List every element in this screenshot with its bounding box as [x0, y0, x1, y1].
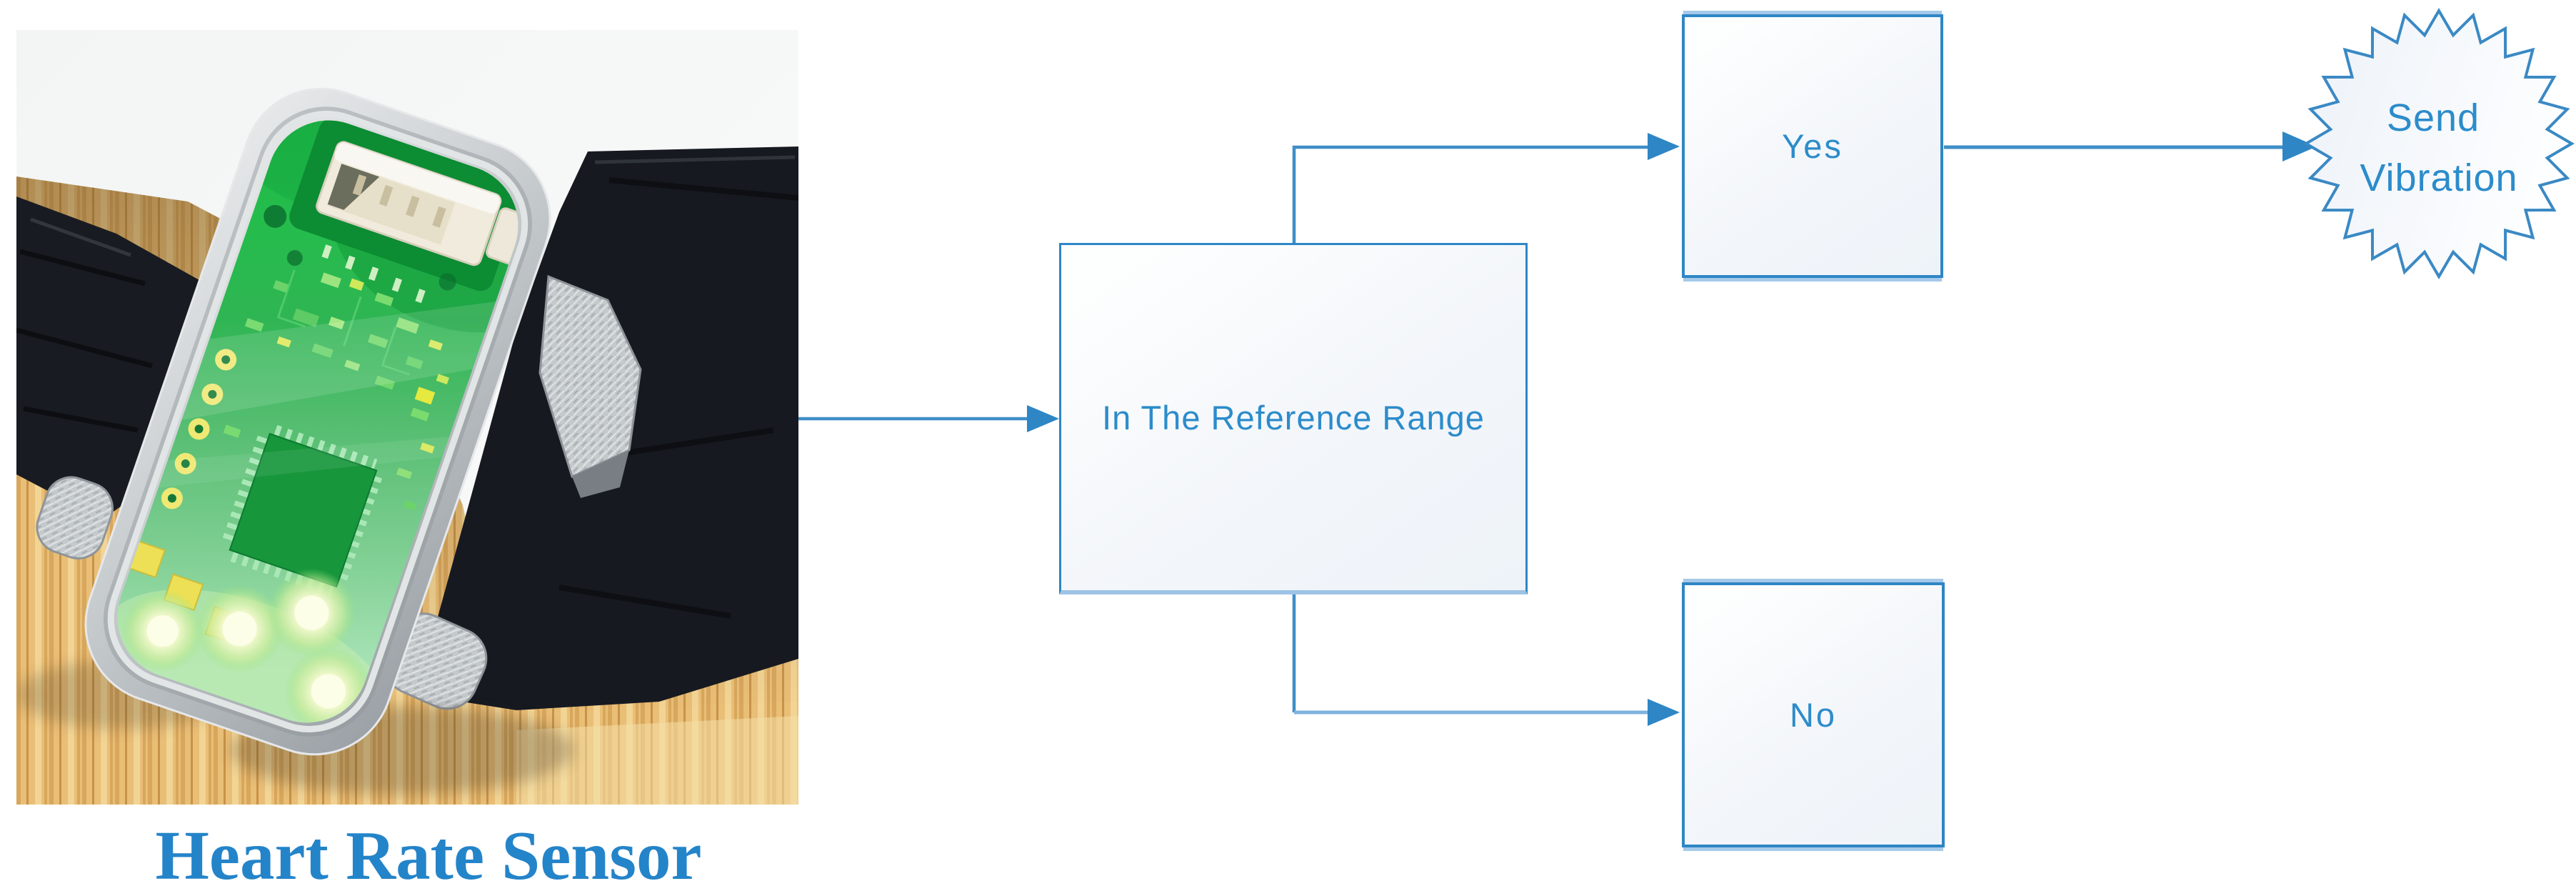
node-no-label: No — [1789, 696, 1838, 734]
edge-yes-to-vibration — [1944, 131, 2317, 161]
edge-decision-to-yes — [1292, 133, 1680, 243]
connector — [316, 141, 534, 267]
edge-sensor-to-decision — [798, 405, 1059, 432]
device-green-cover — [117, 120, 518, 723]
sensor-device — [84, 87, 551, 756]
heart-rate-sensor-photo — [16, 30, 798, 805]
strap-mount-left — [36, 476, 114, 559]
node-no: No — [1682, 582, 1945, 847]
glass-sheen — [181, 302, 496, 420]
node-send-vibration: Send Vibration — [2303, 8, 2575, 279]
edge-decision-to-no — [1292, 594, 1680, 726]
node-yes: Yes — [1682, 14, 1943, 278]
main-ic — [221, 424, 382, 596]
node-yes-label: Yes — [1782, 127, 1843, 165]
pcb-traces — [276, 269, 410, 376]
strap-mount-right — [538, 274, 642, 498]
photo-caption: Heart Rate Sensor — [155, 817, 702, 894]
plated-holes — [161, 349, 237, 509]
arrowhead — [1648, 699, 1680, 726]
starburst-icon — [2303, 8, 2575, 279]
arrowhead — [1027, 405, 1059, 432]
node-in-reference-range-label: In The Reference Range — [1102, 399, 1485, 437]
node-send-vibration-label: Send Vibration — [2360, 96, 2517, 199]
arrowhead — [1648, 133, 1680, 160]
solder-pads — [321, 244, 426, 304]
node-in-reference-range: In The Reference Range — [1059, 243, 1528, 594]
smd-components — [223, 272, 450, 511]
